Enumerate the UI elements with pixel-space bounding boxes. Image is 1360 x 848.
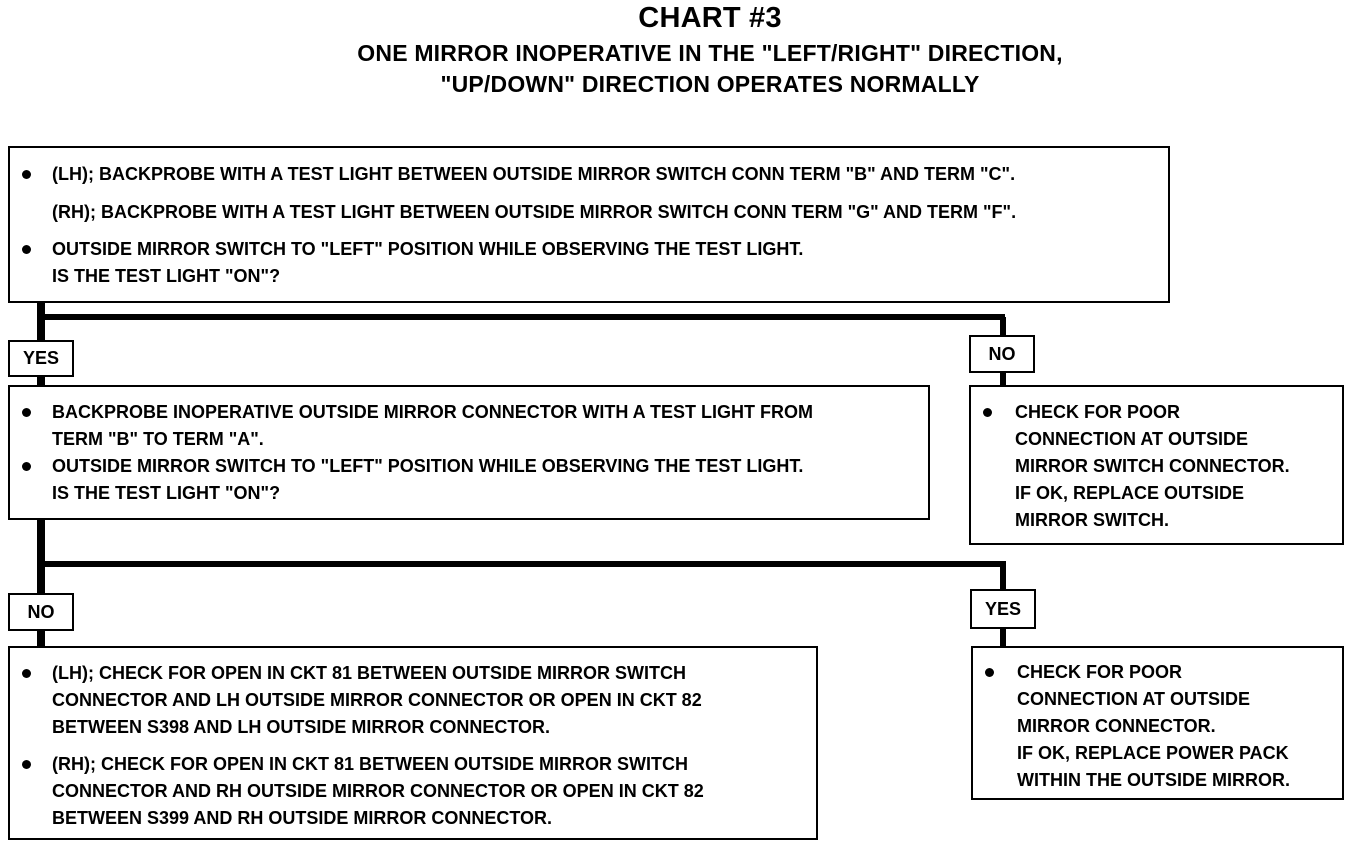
step2-bullet2-line1: OUTSIDE MIRROR SWITCH TO "LEFT" POSITION… <box>52 456 804 476</box>
result-no2-lh-line: BETWEEN S398 AND LH OUTSIDE MIRROR CONNE… <box>52 717 551 737</box>
result-yes2-box: CHECK FOR POOR CONNECTION AT OUTSIDE MIR… <box>971 646 1344 800</box>
step1-bullet2-line2: IS THE TEST LIGHT "ON"? <box>52 266 281 286</box>
result-no2-rh-line: (RH); CHECK FOR OPEN IN CKT 81 BETWEEN O… <box>52 754 689 774</box>
chart-title: CHART #3 <box>638 2 782 34</box>
result-no2-box: (LH); CHECK FOR OPEN IN CKT 81 BETWEEN O… <box>8 646 818 840</box>
result-no2-lh-line: (LH); CHECK FOR OPEN IN CKT 81 BETWEEN O… <box>52 663 686 683</box>
branch2-no-label: NO <box>8 593 74 631</box>
chart-subtitle-line2: "UP/DOWN" DIRECTION OPERATES NORMALLY <box>440 71 980 97</box>
result-no2-lh-bullet: (LH); CHECK FOR OPEN IN CKT 81 BETWEEN O… <box>10 660 816 741</box>
result-no2-lh-line: CONNECTOR AND LH OUTSIDE MIRROR CONNECTO… <box>52 690 702 710</box>
result-yes2-line: MIRROR CONNECTOR. <box>1017 716 1216 736</box>
chart-subtitle-line1: ONE MIRROR INOPERATIVE IN THE "LEFT/RIGH… <box>357 40 1063 66</box>
result-yes2-line: CHECK FOR POOR <box>1017 662 1183 682</box>
result-no1-box: CHECK FOR POOR CONNECTION AT OUTSIDE MIR… <box>969 385 1344 545</box>
result-yes2-line: IF OK, REPLACE POWER PACK <box>1017 743 1289 763</box>
step1-bullet2: OUTSIDE MIRROR SWITCH TO "LEFT" POSITION… <box>10 236 1168 290</box>
step1-bullet1-line2: (RH); BACKPROBE WITH A TEST LIGHT BETWEE… <box>52 202 1017 222</box>
result-no1-line: MIRROR SWITCH CONNECTOR. <box>1015 456 1290 476</box>
result-no1-line: CHECK FOR POOR <box>1015 402 1181 422</box>
step2-bullet1-line1: BACKPROBE INOPERATIVE OUTSIDE MIRROR CON… <box>52 402 814 422</box>
result-no1-line: IF OK, REPLACE OUTSIDE <box>1015 483 1245 503</box>
step1-bullet1: (LH); BACKPROBE WITH A TEST LIGHT BETWEE… <box>10 161 1168 226</box>
step1-bullet2-line1: OUTSIDE MIRROR SWITCH TO "LEFT" POSITION… <box>52 239 804 259</box>
result-yes2-line: CONNECTION AT OUTSIDE <box>1017 689 1250 709</box>
result-no2-rh-line: BETWEEN S399 AND RH OUTSIDE MIRROR CONNE… <box>52 808 553 828</box>
result-yes2-line: WITHIN THE OUTSIDE MIRROR. <box>1017 770 1290 790</box>
step2-bullet1-line2: TERM "B" TO TERM "A". <box>52 429 264 449</box>
result-no1-line: CONNECTION AT OUTSIDE <box>1015 429 1248 449</box>
branch2-yes-label: YES <box>970 589 1036 629</box>
result-yes2-bullet: CHECK FOR POOR CONNECTION AT OUTSIDE MIR… <box>973 659 1342 794</box>
result-no2-rh-line: CONNECTOR AND RH OUTSIDE MIRROR CONNECTO… <box>52 781 704 801</box>
result-no1-bullet: CHECK FOR POOR CONNECTION AT OUTSIDE MIR… <box>971 399 1342 534</box>
step1-box: (LH); BACKPROBE WITH A TEST LIGHT BETWEE… <box>8 146 1170 303</box>
result-no2-rh-bullet: (RH); CHECK FOR OPEN IN CKT 81 BETWEEN O… <box>10 751 816 832</box>
step2-bullet1: BACKPROBE INOPERATIVE OUTSIDE MIRROR CON… <box>10 399 928 453</box>
result-no1-line: MIRROR SWITCH. <box>1015 510 1169 530</box>
step2-box: BACKPROBE INOPERATIVE OUTSIDE MIRROR CON… <box>8 385 930 520</box>
branch1-no-label: NO <box>969 335 1035 373</box>
branch1-yes-label: YES <box>8 340 74 377</box>
step1-bullet1-line1: (LH); BACKPROBE WITH A TEST LIGHT BETWEE… <box>52 164 1016 184</box>
step2-bullet2: OUTSIDE MIRROR SWITCH TO "LEFT" POSITION… <box>10 453 928 507</box>
step2-bullet2-line2: IS THE TEST LIGHT "ON"? <box>52 483 281 503</box>
